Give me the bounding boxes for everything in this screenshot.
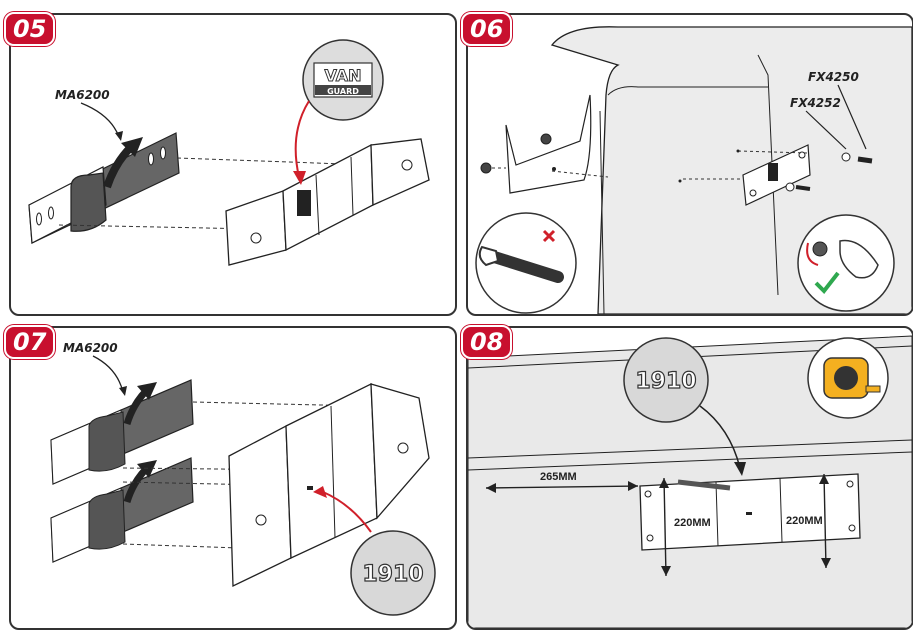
part-number-text: 1910 bbox=[635, 369, 696, 394]
dim-220-right: 220MM bbox=[786, 515, 823, 527]
bracket-left-flange bbox=[225, 190, 287, 266]
logo-line2: GUARD bbox=[327, 87, 359, 96]
part-number-callout bbox=[623, 337, 709, 423]
dim-265: 265MM bbox=[540, 471, 577, 483]
wrong-wrench-icon bbox=[475, 212, 577, 314]
step-07-panel: MA6200 1910 bbox=[9, 326, 457, 630]
step-07-badge: 07 bbox=[4, 325, 56, 359]
step-06-badge: 06 bbox=[461, 12, 513, 46]
fx4250-label: FX4250 bbox=[808, 70, 859, 84]
step-08-diagram: 265MM 220MM 220MM 1910 bbox=[468, 335, 912, 628]
step-06-diagram: FX4250 FX4252 bbox=[475, 26, 912, 314]
part-number-text: 1910 bbox=[362, 562, 423, 587]
step-08-panel: 265MM 220MM 220MM 1910 bbox=[466, 326, 913, 630]
bracket-left-flange bbox=[228, 424, 292, 588]
door-bracket bbox=[505, 94, 592, 194]
step-05-diagram: MA6200 VAN GUARD bbox=[28, 39, 430, 266]
step-05-badge: 05 bbox=[4, 12, 56, 46]
step-07-diagram: MA6200 1910 bbox=[50, 341, 436, 616]
part-number-callout bbox=[350, 530, 436, 616]
step-05-panel: MA6200 VAN GUARD bbox=[9, 13, 457, 316]
tape-measure-icon bbox=[807, 337, 889, 419]
bracket-right-flange bbox=[370, 138, 430, 206]
ma6200-label: MA6200 bbox=[55, 88, 110, 102]
correct-hand-tighten-icon bbox=[797, 214, 895, 312]
fx4252-label: FX4252 bbox=[790, 96, 841, 110]
logo-line1: VAN bbox=[324, 66, 361, 85]
ma6200-label: MA6200 bbox=[63, 341, 118, 355]
step-08-badge: 08 bbox=[461, 325, 513, 359]
dim-220-left: 220MM bbox=[674, 517, 711, 529]
step-06-panel: FX4250 FX4252 bbox=[466, 13, 913, 316]
